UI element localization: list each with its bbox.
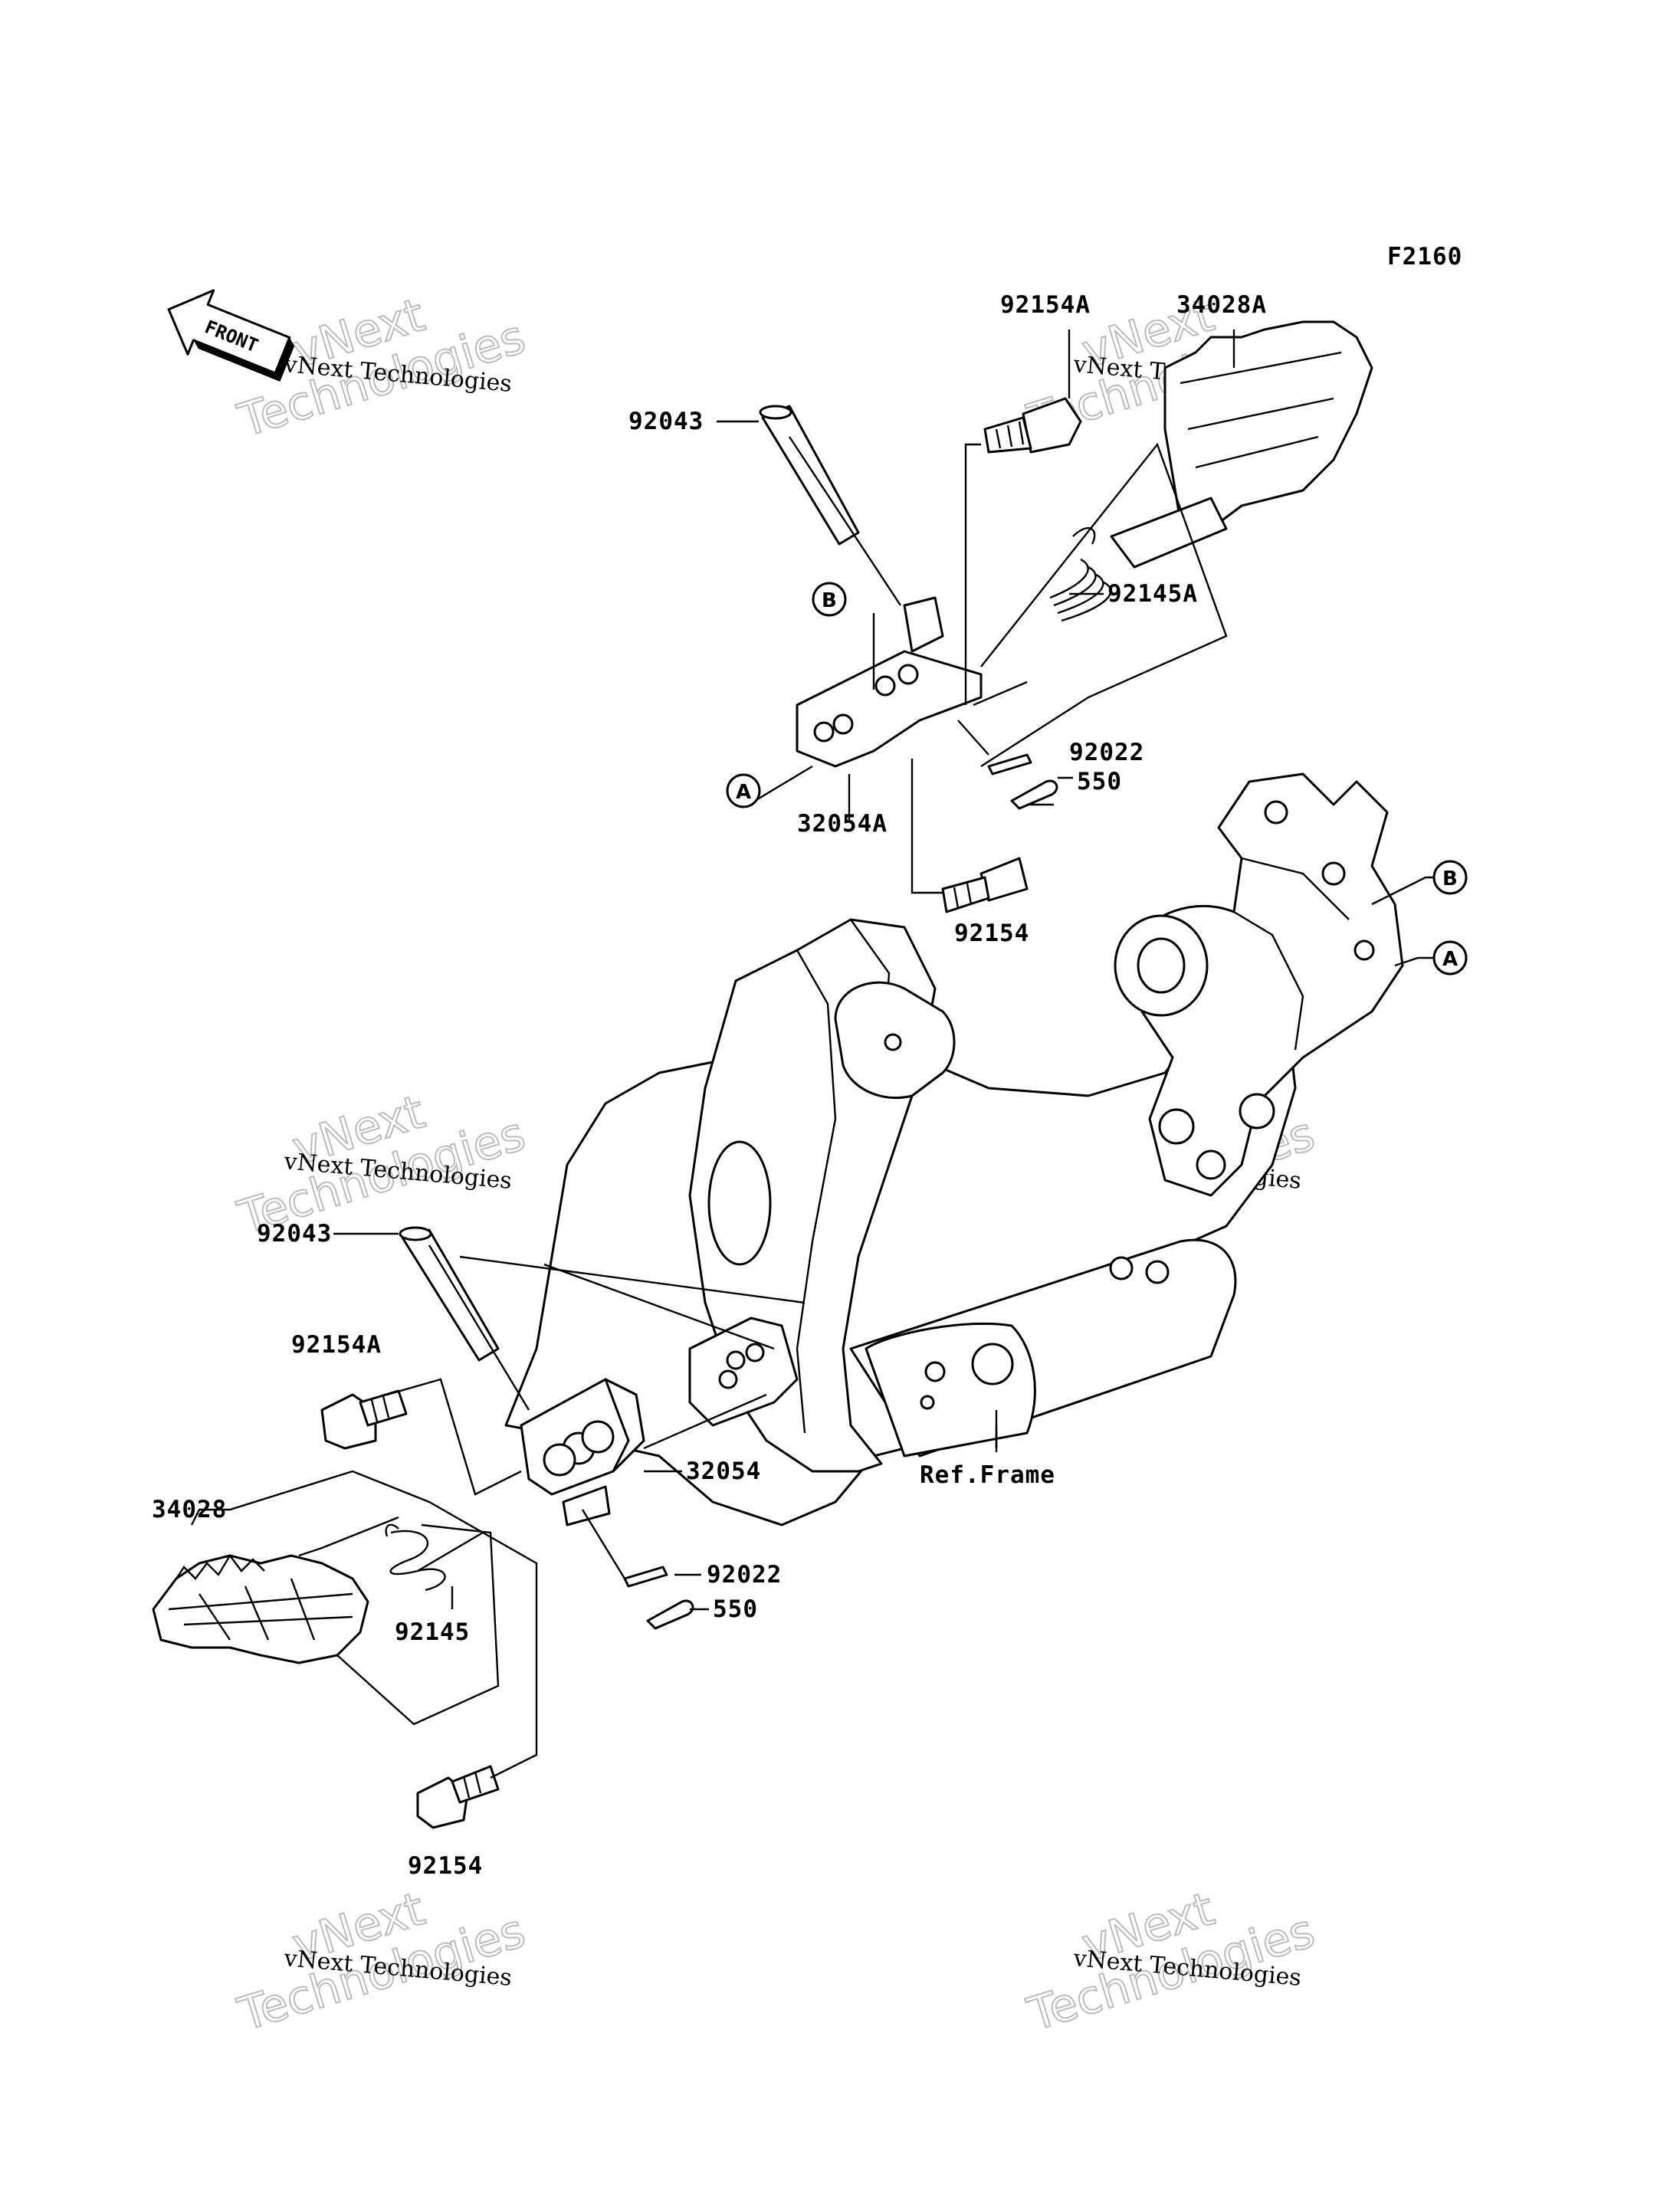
- label-92145A: 92145A: [1107, 580, 1198, 608]
- label-34028A: 34028A: [1176, 291, 1267, 319]
- label-92043-bottom: 92043: [257, 1220, 332, 1248]
- lower-washer-92022: [623, 1566, 668, 1588]
- label-92154-top: 92154: [954, 920, 1029, 947]
- label-92022-top: 92022: [1069, 739, 1144, 766]
- ref-circle-a-frame: A: [1432, 940, 1468, 976]
- ref-circle-b-frame: B: [1432, 860, 1468, 895]
- figure-code: F2160: [1387, 243, 1462, 271]
- label-92154-bottom: 92154: [408, 1852, 483, 1880]
- upper-washer-92022: [987, 753, 1032, 776]
- label-92043-top: 92043: [628, 408, 704, 435]
- lower-footpeg-34028: [152, 1553, 369, 1664]
- upper-bolt-92154A: [983, 397, 1082, 454]
- label-34028: 34028: [152, 1496, 227, 1523]
- svg-text:B: B: [822, 589, 837, 612]
- label-32054: 32054: [686, 1458, 761, 1485]
- watermark-bottom-right: vNext Technologies vNext Technologies: [1021, 1881, 1321, 2042]
- lower-bolt-92154: [416, 1765, 500, 1829]
- label-550-top: 550: [1077, 768, 1122, 795]
- svg-text:A: A: [1442, 948, 1458, 971]
- lower-cotter-550: [646, 1599, 694, 1630]
- upper-leader-lines: [717, 330, 1235, 894]
- label-550-bottom: 550: [713, 1595, 758, 1623]
- label-92145: 92145: [395, 1618, 470, 1646]
- label-92154A-top: 92154A: [1000, 291, 1091, 319]
- upper-footpeg-34028A: [1110, 320, 1373, 569]
- label-ref-frame: Ref.Frame: [920, 1461, 1055, 1489]
- lower-pin-92043: [399, 1226, 500, 1362]
- lower-spring-92145: [385, 1523, 484, 1592]
- label-32054A: 32054A: [797, 810, 888, 838]
- svg-text:A: A: [736, 781, 751, 804]
- label-92154A-bottom: 92154A: [291, 1331, 382, 1359]
- front-arrow-icon: FRONT: [167, 289, 295, 382]
- reference-leaders: [1371, 876, 1433, 967]
- upper-footpeg-bracket: [796, 596, 983, 768]
- watermark-bottom-left: vNext Technologies vNext Technologies: [231, 1881, 532, 2042]
- svg-text:B: B: [1442, 867, 1458, 890]
- upper-cotter-550: [1010, 779, 1058, 810]
- upper-pin-92043: [759, 405, 860, 546]
- lower-leader-lines: [190, 1232, 998, 1779]
- lower-bolt-92154A: [320, 1389, 408, 1450]
- frame-drawing: [504, 772, 1404, 1526]
- lower-footpeg-bracket: [520, 1378, 645, 1526]
- label-92022-bottom: 92022: [707, 1561, 782, 1589]
- ref-circle-a-upper: A: [726, 773, 761, 808]
- upper-bolt-92154: [941, 857, 1029, 913]
- ref-circle-b-upper: B: [812, 582, 847, 617]
